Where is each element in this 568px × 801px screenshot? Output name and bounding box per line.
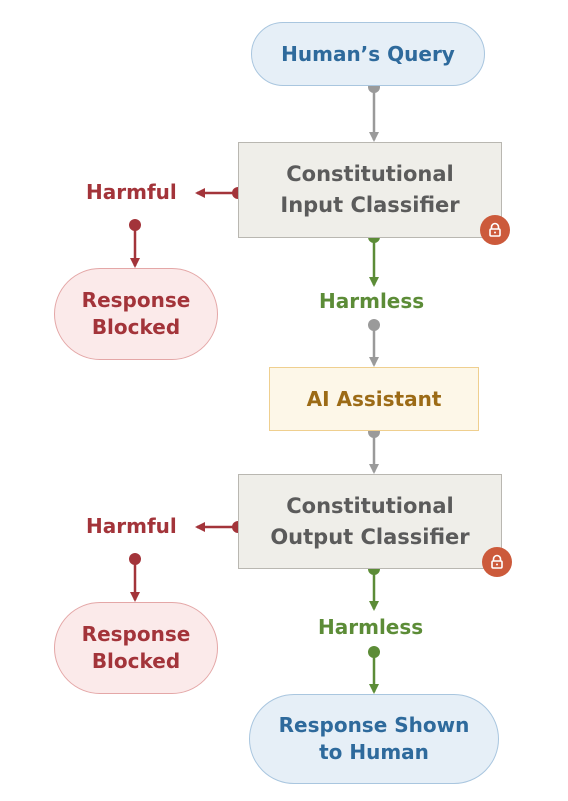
arrow-harmful-to-blocked-1 [129,219,141,268]
arrow-output-harmless [368,563,380,611]
node-response-blocked-1: Response Blocked [54,268,218,360]
arrow-input-harmful [195,187,244,199]
label-harmless-1: Harmless [319,289,425,313]
arrow-harmful-to-blocked-2 [129,553,141,602]
lock-icon [482,547,512,577]
label-harmless-2: Harmless [318,615,424,639]
node-response-blocked-2-label: Response Blocked [81,622,191,673]
node-human-query: Human’s Query [251,22,485,86]
arrow-output-harmful [195,521,244,533]
node-input-classifier-label: Constitutional Input Classifier [280,162,460,217]
arrow-query-to-input-classifier [368,81,380,142]
arrow-harmless-to-assistant [368,319,380,367]
lock-icon [480,215,510,245]
node-human-query-label: Human’s Query [281,41,455,66]
node-ai-assistant-label: AI Assistant [306,386,442,411]
node-ai-assistant: AI Assistant [269,367,479,431]
label-harmful-1: Harmful [86,180,177,204]
node-output-classifier: Constitutional Output Classifier [238,474,502,569]
arrow-input-harmless [368,231,380,287]
node-response-blocked-2: Response Blocked [54,602,218,694]
node-response-shown: Response Shown to Human [249,694,499,784]
node-response-shown-label: Response Shown to Human [278,713,470,764]
arrow-harmless-to-response-shown [368,646,380,694]
node-output-classifier-label: Constitutional Output Classifier [270,493,470,549]
arrow-assistant-to-output-classifier [368,426,380,474]
node-response-blocked-1-label: Response Blocked [81,288,191,339]
label-harmful-2: Harmful [86,514,177,538]
node-input-classifier: Constitutional Input Classifier [238,142,502,238]
